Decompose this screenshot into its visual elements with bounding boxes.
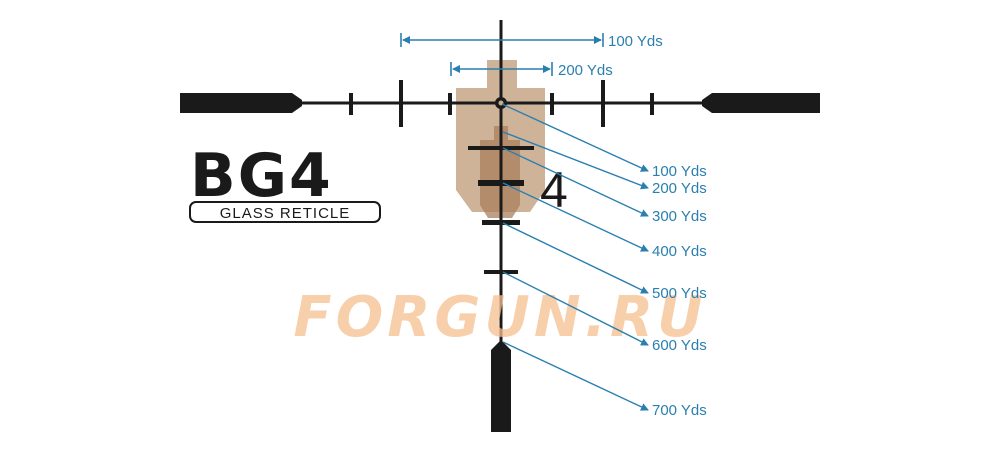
range-callouts	[501, 103, 649, 411]
bg4-logo: BG4 GLASS RETICLE	[189, 141, 381, 223]
logo-subtitle-frame	[189, 201, 381, 223]
range-bar-600	[484, 270, 518, 274]
range-bar-400	[478, 180, 524, 186]
width-label-200: 200 Yds	[558, 62, 613, 79]
range-label-200: 200 Yds	[652, 180, 707, 197]
range-label-100: 100 Yds	[652, 163, 707, 180]
logo-title: BG4	[190, 141, 333, 211]
range-label-700: 700 Yds	[652, 402, 707, 419]
silhouette-number: 4	[540, 162, 568, 218]
range-label-500: 500 Yds	[652, 285, 707, 302]
width-label-100: 100 Yds	[608, 33, 663, 50]
range-label-300: 300 Yds	[652, 208, 707, 225]
bottom-thick-post	[491, 340, 511, 432]
left-thick-post	[180, 93, 302, 113]
logo-subtitle: GLASS RETICLE	[220, 205, 351, 222]
range-bar-500	[482, 220, 520, 225]
range-label-400: 400 Yds	[652, 243, 707, 260]
reticle-crosshair	[180, 20, 820, 432]
range-label-600: 600 Yds	[652, 337, 707, 354]
right-thick-post	[702, 93, 820, 113]
range-bar-300	[468, 146, 534, 150]
width-callouts	[400, 33, 604, 76]
watermark: FORGUN.RU	[293, 285, 706, 350]
